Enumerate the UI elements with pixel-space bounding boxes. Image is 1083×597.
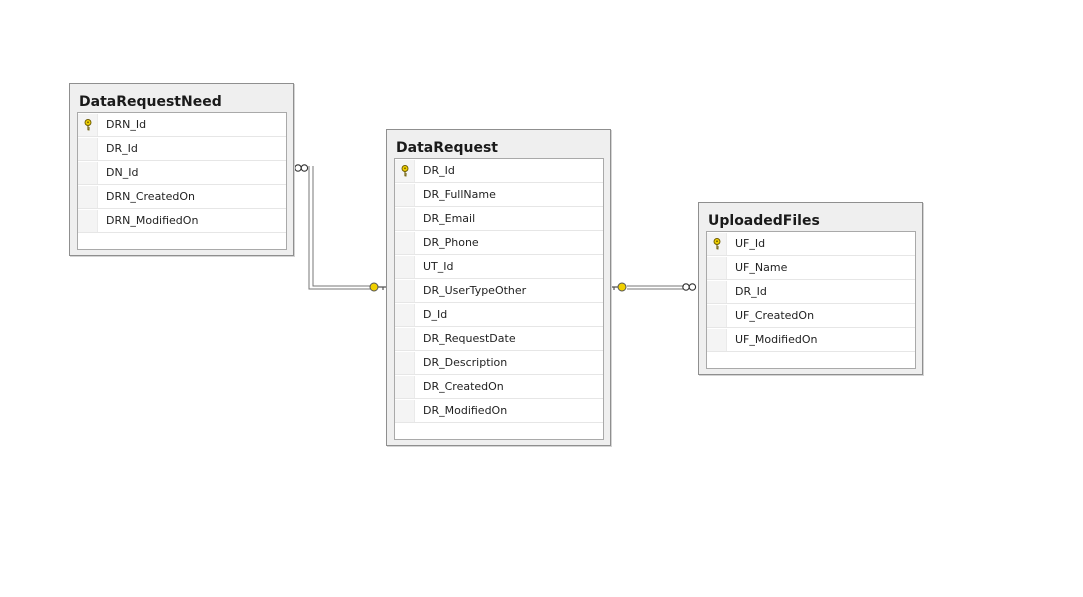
column-name: UF_Name [735, 261, 788, 274]
column-name: DR_FullName [423, 188, 496, 201]
column-row[interactable]: UF_CreatedOn [707, 304, 915, 328]
column-name: DR_Description [423, 356, 508, 369]
row-selector[interactable] [707, 256, 727, 279]
column-row[interactable]: DR_Id [78, 137, 286, 161]
column-row[interactable]: DN_Id [78, 161, 286, 185]
infinity-icon [294, 164, 309, 172]
column-row[interactable]: DR_FullName [395, 183, 603, 207]
column-name: DR_RequestDate [423, 332, 516, 345]
relationship-uploadedfiles-datarequest[interactable] [611, 282, 697, 292]
row-selector[interactable] [395, 399, 415, 422]
row-selector[interactable] [395, 183, 415, 206]
key-icon [611, 282, 627, 292]
row-selector[interactable] [707, 232, 727, 255]
column-row[interactable]: DR_Id [707, 280, 915, 304]
empty-new-column-row[interactable] [395, 423, 603, 446]
column-name: DRN_Id [106, 118, 147, 131]
column-name: DR_Id [106, 142, 138, 155]
row-selector[interactable] [395, 255, 415, 278]
column-row[interactable]: UF_ModifiedOn [707, 328, 915, 352]
column-row[interactable]: DR_RequestDate [395, 327, 603, 351]
column-row[interactable]: DR_Phone [395, 231, 603, 255]
empty-new-column-row[interactable] [78, 233, 286, 256]
column-row[interactable]: DR_CreatedOn [395, 375, 603, 399]
row-selector[interactable] [78, 137, 98, 160]
key-icon [369, 282, 386, 292]
column-row[interactable]: UT_Id [395, 255, 603, 279]
row-selector[interactable] [395, 279, 415, 302]
column-name: DRN_CreatedOn [106, 190, 196, 203]
column-row[interactable]: UF_Name [707, 256, 915, 280]
row-selector[interactable] [78, 209, 98, 232]
relationship-datarequestneed-datarequest[interactable] [294, 164, 386, 292]
column-row[interactable]: DRN_ModifiedOn [78, 209, 286, 233]
column-name: DR_Email [423, 212, 476, 225]
primary-key-icon [83, 118, 93, 131]
column-name: DR_Phone [423, 236, 479, 249]
row-selector[interactable] [395, 231, 415, 254]
row-selector[interactable] [395, 303, 415, 326]
primary-key-icon [400, 164, 410, 177]
column-name: DR_UserTypeOther [423, 284, 527, 297]
column-name: DR_Id [423, 164, 455, 177]
infinity-icon [682, 283, 697, 291]
column-name: DR_ModifiedOn [423, 404, 508, 417]
table-title[interactable]: DataRequestNeed [79, 94, 222, 110]
column-row[interactable]: DR_Email [395, 207, 603, 231]
column-name: UF_CreatedOn [735, 309, 815, 322]
primary-key-icon [712, 237, 722, 250]
column-row[interactable]: DRN_CreatedOn [78, 185, 286, 209]
row-selector[interactable] [78, 161, 98, 184]
row-selector[interactable] [707, 304, 727, 327]
column-row[interactable]: DR_UserTypeOther [395, 279, 603, 303]
row-selector[interactable] [707, 328, 727, 351]
row-selector[interactable] [707, 280, 727, 303]
row-selector[interactable] [78, 185, 98, 208]
column-name: DR_Id [735, 285, 767, 298]
column-row[interactable]: DR_Id [395, 159, 603, 183]
empty-new-column-row[interactable] [707, 352, 915, 375]
table-title[interactable]: UploadedFiles [708, 213, 820, 229]
row-selector[interactable] [395, 375, 415, 398]
column-name: DN_Id [106, 166, 139, 179]
column-row[interactable]: UF_Id [707, 232, 915, 256]
column-name: UT_Id [423, 260, 454, 273]
column-name: UF_Id [735, 237, 766, 250]
row-selector[interactable] [395, 327, 415, 350]
row-selector[interactable] [395, 351, 415, 374]
row-selector[interactable] [395, 159, 415, 182]
column-name: DRN_ModifiedOn [106, 214, 199, 227]
table-title[interactable]: DataRequest [396, 140, 498, 156]
row-selector[interactable] [395, 207, 415, 230]
column-name: DR_CreatedOn [423, 380, 504, 393]
column-row[interactable]: D_Id [395, 303, 603, 327]
row-selector[interactable] [78, 113, 98, 136]
column-name: D_Id [423, 308, 448, 321]
column-row[interactable]: DR_ModifiedOn [395, 399, 603, 423]
column-name: UF_ModifiedOn [735, 333, 818, 346]
column-row[interactable]: DRN_Id [78, 113, 286, 137]
column-row[interactable]: DR_Description [395, 351, 603, 375]
